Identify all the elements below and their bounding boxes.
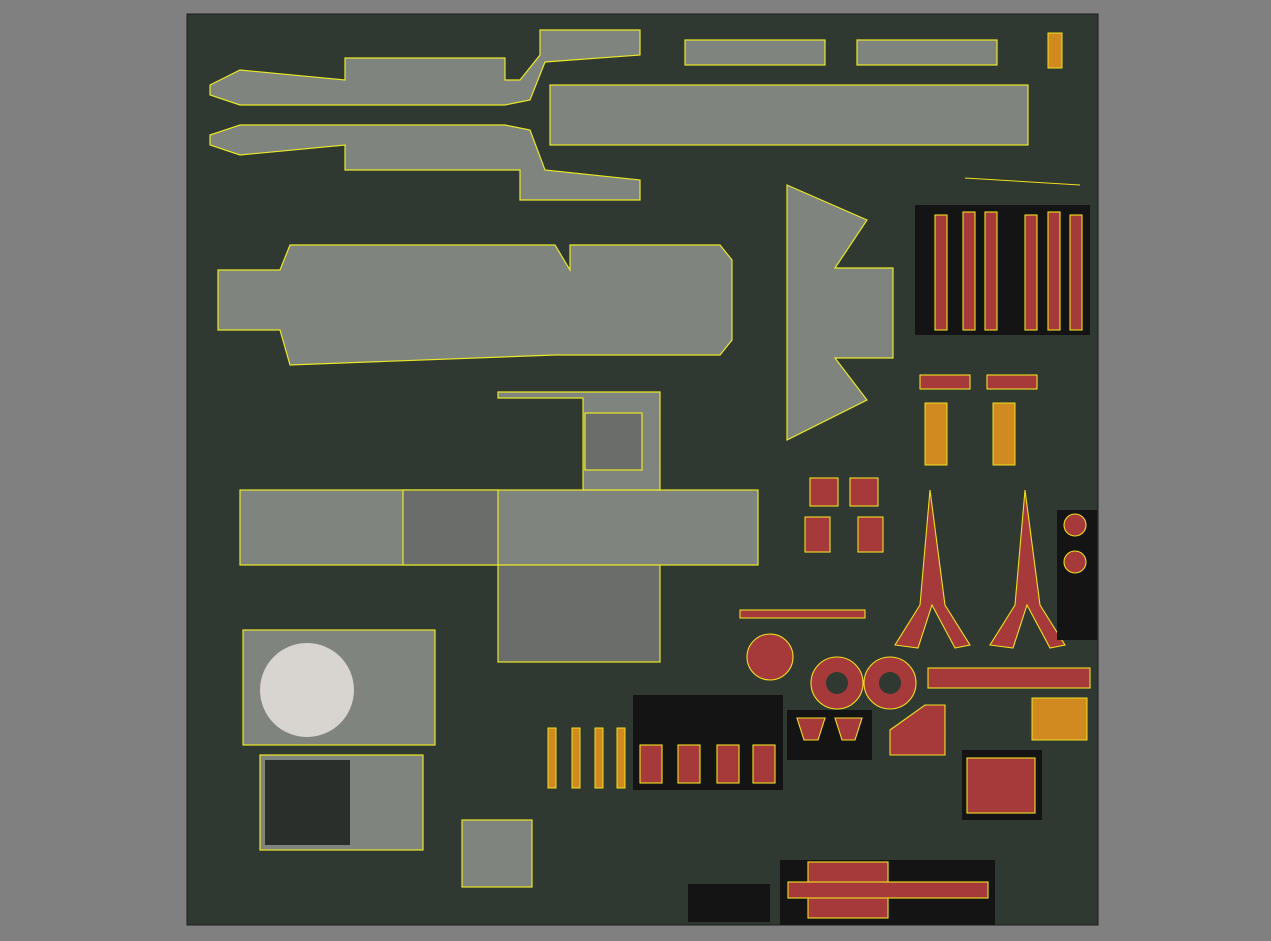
uv-island: [966, 757, 1036, 814]
uv-island: [804, 516, 831, 553]
uv-island: [716, 744, 740, 784]
uv-island: [826, 672, 848, 694]
uv-islands-grey: [209, 29, 1029, 888]
uv-island: [1063, 550, 1087, 574]
uv-island: [1024, 214, 1038, 331]
uv-island: [786, 184, 894, 441]
uv-island: [809, 477, 839, 507]
uv-island: [265, 760, 350, 845]
uv-island: [796, 717, 826, 741]
uv-island: [739, 609, 866, 619]
uv-island: [889, 704, 946, 756]
uv-island: [497, 564, 661, 663]
uv-island: [989, 489, 1066, 649]
uv-island: [752, 744, 776, 784]
uv-edge: [964, 177, 1081, 186]
uv-island: [1047, 32, 1063, 69]
uv-island: [934, 214, 948, 331]
uv-island: [1047, 211, 1061, 331]
uv-island: [688, 884, 770, 922]
uv-island: [239, 489, 759, 566]
uv-island: [639, 744, 663, 784]
uv-island: [879, 672, 901, 694]
uv-island: [402, 489, 499, 566]
uv-island: [1069, 214, 1083, 331]
uv-island: [924, 402, 948, 466]
uv-island: [571, 727, 581, 789]
uv-island: [834, 717, 863, 741]
uv-island: [746, 633, 794, 681]
uv-island: [857, 516, 884, 553]
uv-island: [962, 211, 976, 331]
uv-island: [209, 124, 641, 201]
uv-island: [849, 477, 879, 507]
uv-island: [549, 84, 1029, 146]
uv-island: [894, 489, 971, 649]
uv-island: [260, 643, 354, 737]
uv-island: [217, 244, 733, 366]
uv-island: [787, 881, 989, 899]
uv-island: [594, 727, 604, 789]
uv-island: [992, 402, 1016, 466]
uv-island: [1031, 697, 1088, 741]
uv-island: [547, 727, 557, 789]
uv-island: [584, 412, 643, 471]
uv-island: [209, 29, 641, 106]
uv-island: [856, 39, 998, 66]
uv-island: [677, 744, 701, 784]
uv-island: [461, 819, 533, 888]
uv-island: [684, 39, 826, 66]
uv-island: [616, 727, 626, 789]
uv-island: [927, 667, 1091, 689]
uv-island: [984, 211, 998, 331]
uv-islands-red: [547, 32, 1097, 925]
uv-island: [1063, 513, 1087, 537]
uv-island: [919, 374, 971, 390]
uv-island: [986, 374, 1038, 390]
